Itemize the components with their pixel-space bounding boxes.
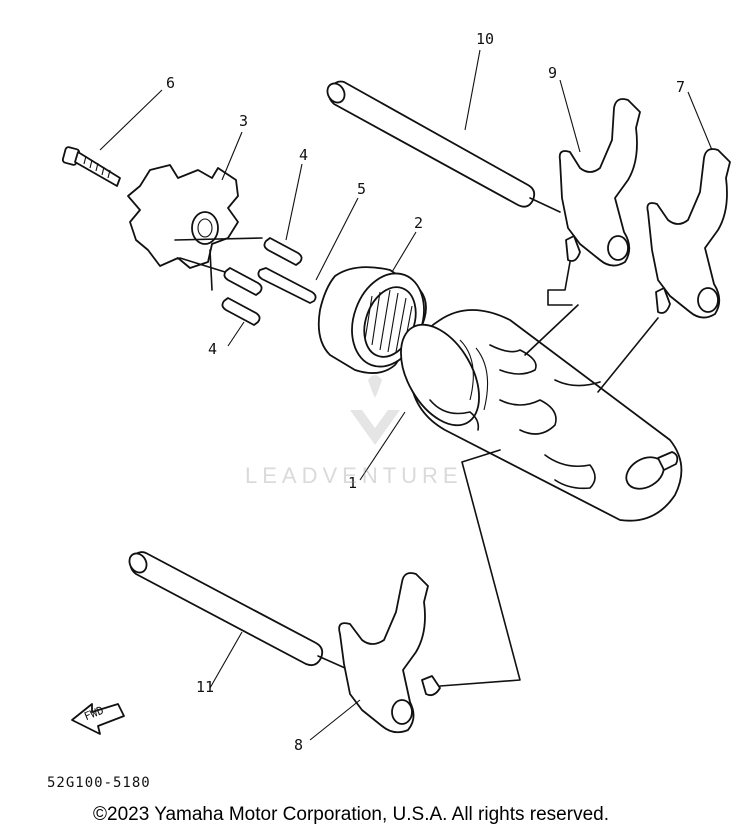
callout-8: 8	[294, 736, 304, 754]
callout-4-upper: 4	[299, 146, 309, 164]
shift-fork-8	[338, 572, 441, 734]
watermark-text: LEADVENTURE	[245, 463, 463, 488]
long-pin	[257, 267, 317, 304]
callout-3: 3	[239, 112, 249, 130]
callout-10: 10	[476, 30, 495, 48]
callout-leaders	[99, 49, 713, 741]
shift-shaft-upper	[326, 80, 561, 213]
callout-9: 9	[548, 64, 558, 82]
copyright-notice: ©2023 Yamaha Motor Corporation, U.S.A. A…	[93, 804, 609, 825]
callout-2: 2	[414, 214, 424, 232]
shift-cam-drum	[400, 309, 683, 522]
screw	[61, 146, 121, 187]
callout-6: 6	[166, 74, 176, 92]
shift-fork-9	[547, 98, 641, 306]
callout-7: 7	[676, 78, 686, 96]
callout-5: 5	[357, 180, 367, 198]
callout-11: 11	[196, 678, 215, 696]
dowel-pins	[174, 237, 303, 326]
leader-lines	[439, 304, 579, 687]
shift-shaft-lower	[128, 551, 346, 669]
callout-4-lower: 4	[208, 340, 218, 358]
fwd-arrow-icon	[71, 703, 125, 735]
part-code: 52G100-5180	[47, 775, 151, 791]
callout-1: 1	[348, 474, 358, 492]
watermark-logo	[350, 375, 400, 445]
shift-fork-7	[597, 148, 731, 393]
shift-segment	[127, 164, 239, 291]
